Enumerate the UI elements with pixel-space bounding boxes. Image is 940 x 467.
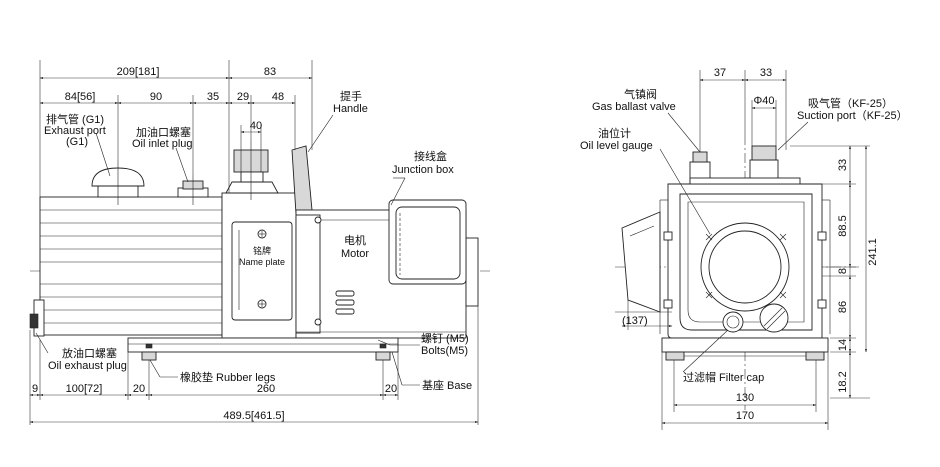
front-junction-box — [621, 211, 661, 313]
label-motor-cn: 电机 — [344, 233, 366, 247]
label-motor-en: Motor — [341, 248, 369, 260]
exhaust-cap — [91, 160, 145, 205]
dim-137: (137) — [622, 315, 648, 327]
label-gas-ballast-cn: 气镇阀 — [624, 87, 657, 101]
label-gas-ballast-en: Gas ballast valve — [592, 101, 676, 113]
dim-84: 84[56] — [65, 91, 96, 103]
dim-170: 170 — [736, 410, 754, 422]
dim-right-top: 83 — [264, 66, 276, 78]
side-texts: 209[181] 83 84[56] 90 35 29 48 40 排气管 (G… — [32, 66, 472, 422]
label-oil-exhaust-cn: 放油口螺塞 — [62, 346, 117, 360]
front-filter-cap — [759, 303, 789, 333]
front-view: 37 33 Φ40 气镇阀 Gas ballast valve 吸气管（KF-2… — [580, 67, 908, 430]
dim-29: 29 — [237, 91, 249, 103]
front-texts: 37 33 Φ40 气镇阀 Gas ballast valve 吸气管（KF-2… — [580, 67, 908, 422]
side-dimensions — [29, 60, 479, 425]
dim-v18: 18.2 — [837, 371, 849, 392]
front-leaders — [659, 112, 809, 373]
dim-phi40: Φ40 — [753, 95, 774, 107]
dim-9: 9 — [32, 383, 38, 395]
pump-body — [29, 196, 223, 337]
label-oil-level-en: Oil level gauge — [580, 140, 653, 152]
label-oil-level-cn: 油位计 — [598, 126, 631, 140]
front-dimensions — [615, 70, 870, 430]
dim-v14: 14 — [837, 339, 849, 351]
label-junction-cn: 接线盒 — [414, 149, 447, 163]
dim-v241: 241.1 — [867, 238, 879, 266]
dim-33: 33 — [760, 67, 772, 79]
dim-48: 48 — [272, 91, 284, 103]
label-handle-cn: 提手 — [340, 89, 362, 103]
label-exhaust-en: Exhaust port — [44, 125, 106, 137]
dim-20a: 20 — [133, 383, 145, 395]
label-junction-en: Junction box — [392, 164, 454, 176]
front-base — [661, 337, 829, 361]
label-exhaust-g1: (G1) — [66, 136, 88, 148]
label-handle-en: Handle — [333, 103, 368, 115]
side-leaders — [35, 114, 420, 386]
side-view: 209[181] 83 84[56] 90 35 29 48 40 排气管 (G… — [29, 60, 490, 425]
oil-inlet-plug-shape — [177, 175, 209, 205]
label-filter-cap: 过滤帽 Filter cap — [683, 371, 764, 384]
oil-exhaust-plug-shape — [29, 313, 39, 329]
label-bolts-en: Bolts(M5) — [421, 345, 468, 357]
dim-260: 260 — [257, 383, 275, 395]
label-base: 基座 Base — [422, 378, 472, 392]
suction-fitting — [225, 140, 279, 200]
junction-box-shape — [388, 199, 467, 285]
dim-90: 90 — [150, 91, 162, 103]
dim-37: 37 — [714, 67, 726, 79]
front-top-fittings — [689, 145, 801, 185]
dim-overall-bottom: 489.5[461.5] — [223, 410, 284, 422]
dim-overall-top: 209[181] — [117, 66, 160, 78]
dim-v88: 88.5 — [837, 215, 849, 236]
label-oil-inlet-cn: 加油口螺塞 — [136, 125, 191, 139]
label-nameplate-cn: 铭牌 — [253, 245, 271, 256]
label-oil-inlet-en: Oil inlet plug — [132, 138, 193, 150]
dim-v86: 86 — [837, 301, 849, 313]
front-central-disk — [700, 222, 790, 312]
handle-shape — [291, 145, 313, 215]
dim-130: 130 — [736, 392, 754, 404]
dim-v33: 33 — [837, 159, 849, 171]
bearing-housing — [221, 192, 297, 339]
label-oil-exhaust-en: Oil exhaust plug — [48, 360, 127, 372]
dim-v8: 8 — [837, 268, 849, 274]
dim-40: 40 — [250, 120, 262, 132]
dim-100: 100[72] — [66, 383, 103, 395]
base-shape — [127, 337, 399, 361]
dim-20b: 20 — [385, 383, 397, 395]
label-nameplate-en: Name plate — [239, 257, 285, 267]
front-oil-sight — [722, 311, 744, 333]
label-exhaust-cn: 排气管 (G1) — [46, 112, 104, 126]
label-suction-en: Suction port（KF-25） — [797, 109, 908, 122]
label-suction-cn: 吸气管（KF-25） — [808, 96, 893, 110]
label-bolts-cn: 螺钉 (M5) — [421, 332, 469, 345]
dim-35: 35 — [207, 91, 219, 103]
label-rubber-legs: 橡胶垫 Rubber legs — [180, 370, 276, 384]
